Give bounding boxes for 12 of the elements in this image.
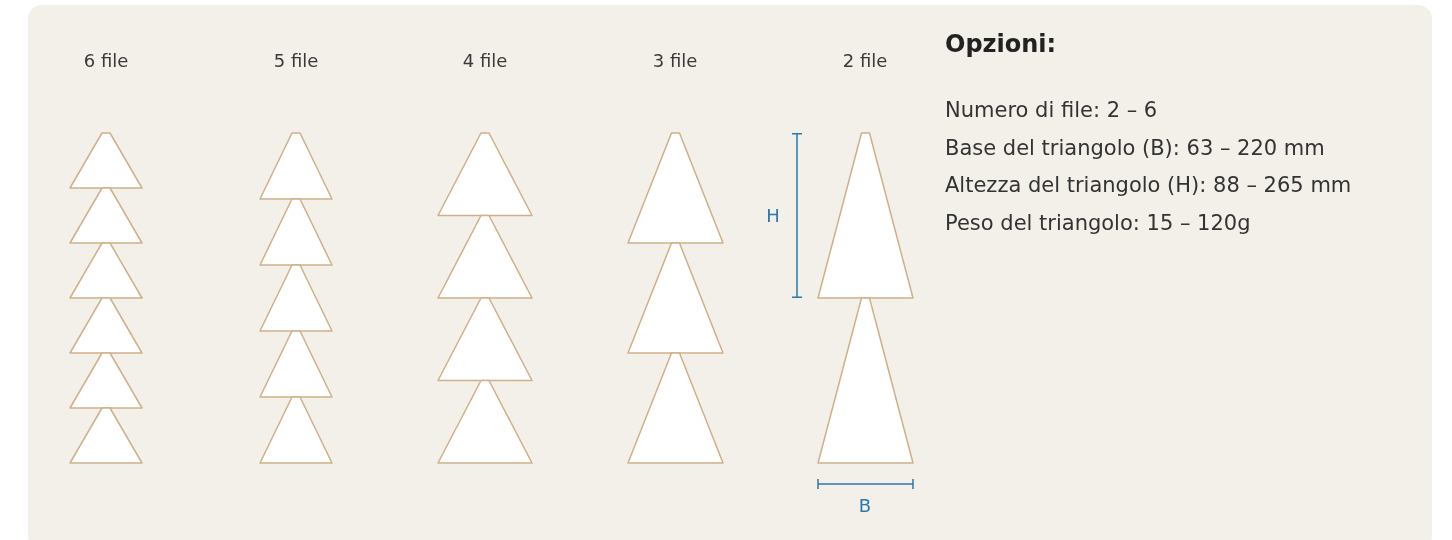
dimension-label: B (858, 494, 872, 516)
column-label: 4 file (462, 50, 508, 71)
option-text: Peso del triangolo: 15 – 120g (945, 209, 1252, 237)
dimension-label: H (766, 204, 780, 226)
option-text: Numero di file: 2 – 6 (945, 97, 1159, 124)
option-text: Base del triangolo (B): 63 – 220 mm (945, 134, 1326, 162)
column-label: 3 file (652, 50, 698, 71)
option-text: Altezza del triangolo (H): 88 – 265 mm (945, 172, 1352, 200)
column-label: 5 file (273, 50, 319, 71)
column-label: 2 file (842, 50, 888, 71)
column-label: 6 file (83, 50, 129, 71)
options-heading: Opzioni: (945, 30, 1057, 58)
